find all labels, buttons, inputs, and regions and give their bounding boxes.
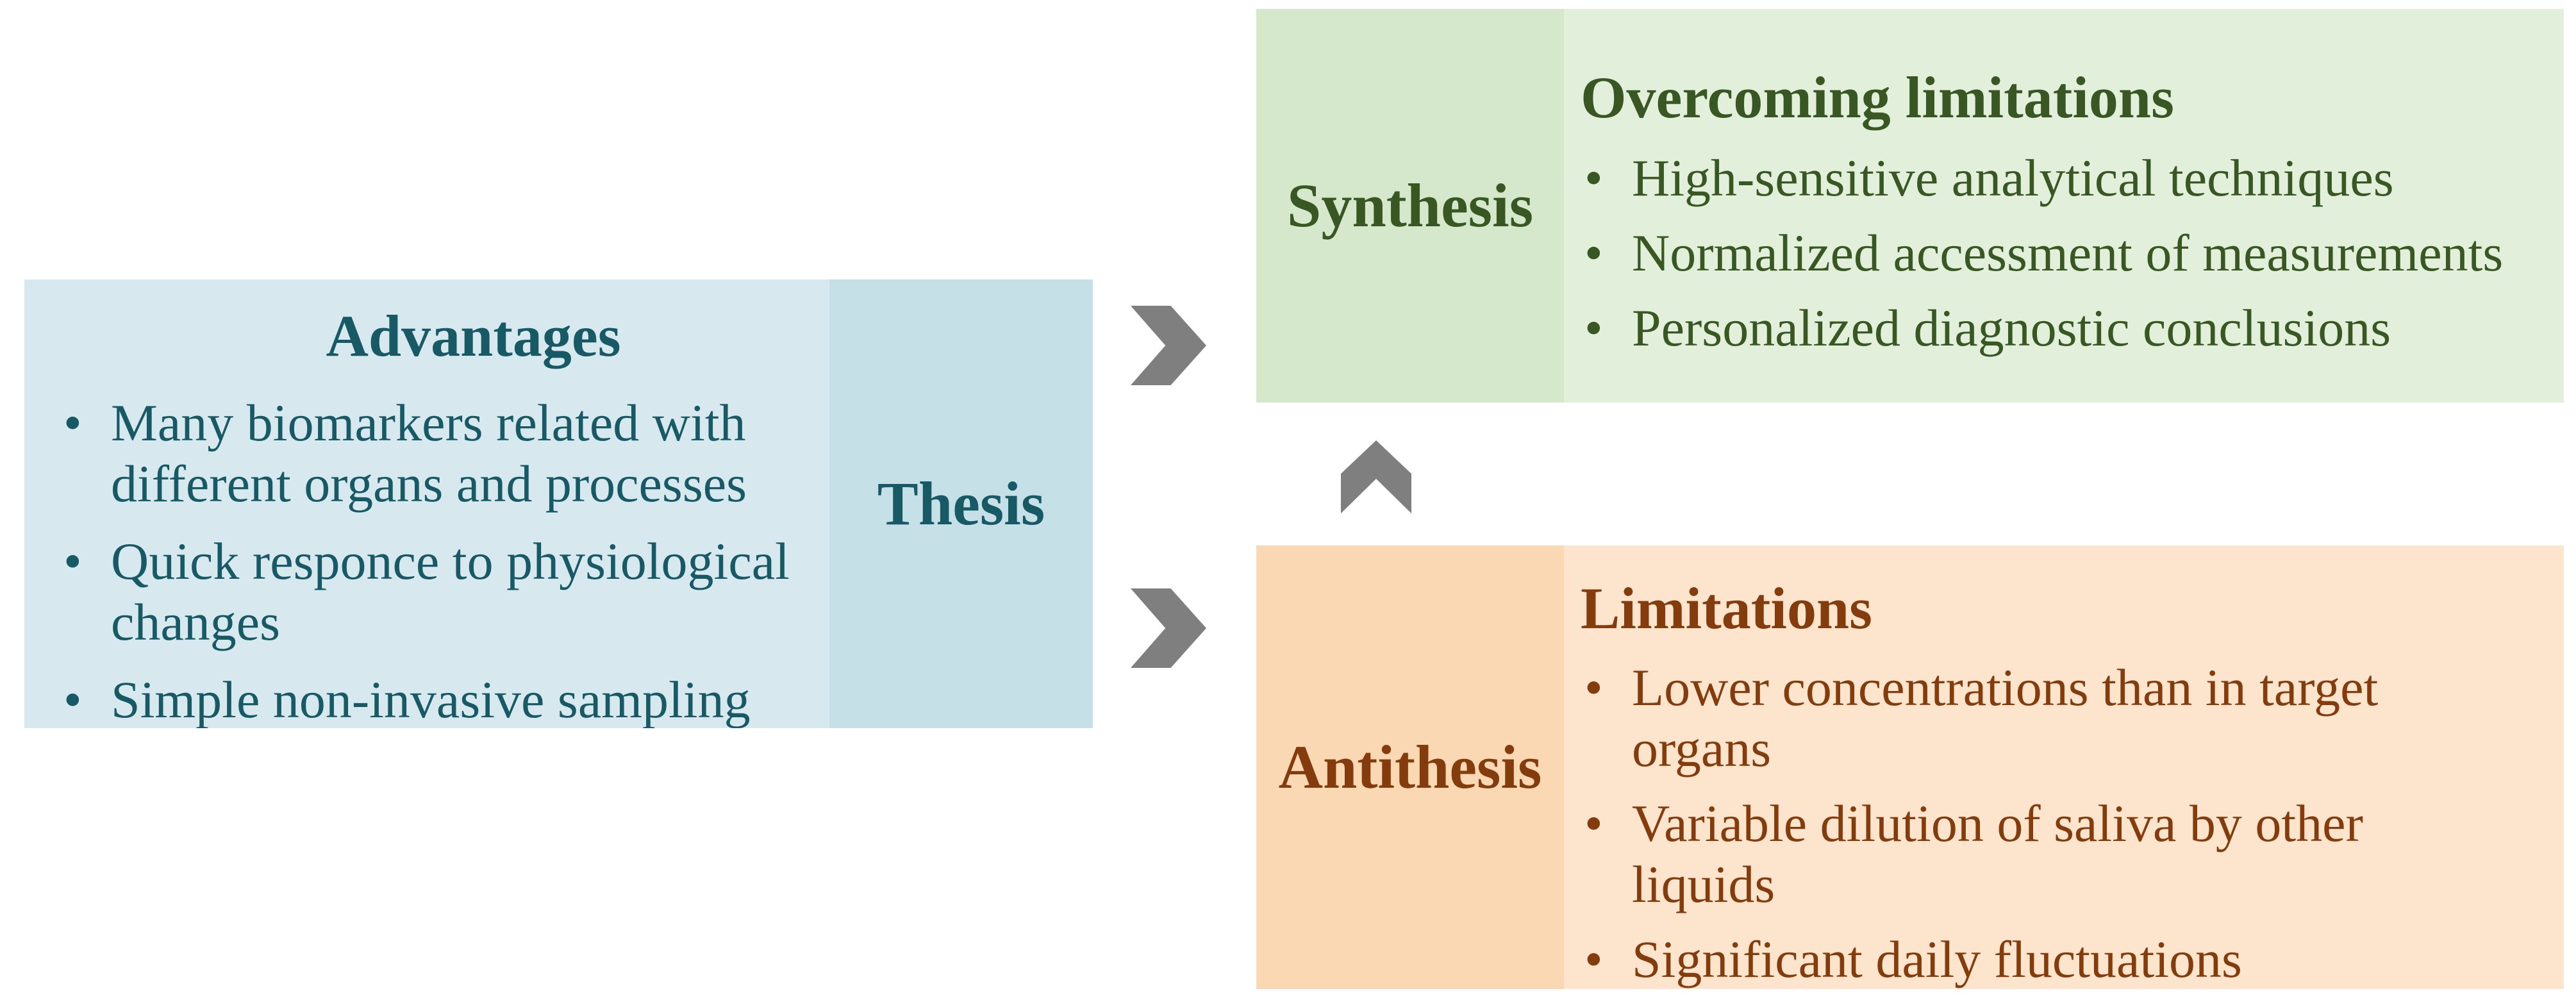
overcoming-limitations-list: • High-sensitive analytical techniques •… [1581, 147, 2538, 358]
list-item: • Quick responce to physiological change… [60, 531, 810, 653]
limitations-title: Limitations [1581, 576, 1872, 641]
chevron-up-icon [1341, 440, 1411, 513]
bullet-dot: • [1584, 794, 1603, 853]
bullet-dot: • [63, 393, 82, 452]
list-item: • High-sensitive analytical techniques [1581, 147, 2538, 208]
list-item: • Simple non-invasive sampling [60, 669, 810, 728]
antithesis-panel: Antithesis Limitations • Lower concentra… [1256, 545, 2564, 989]
synthesis-panel-content: Overcoming limitations • High-sensitive … [1564, 9, 2564, 403]
list-item: • Lower concentrations than in target or… [1581, 657, 2538, 779]
antithesis-label-strip: Antithesis [1256, 545, 1564, 989]
chevron-right-icon [1131, 588, 1206, 668]
bullet-text: Simple non-invasive sampling [111, 670, 751, 728]
antithesis-panel-content: Limitations • Lower concentrations than … [1564, 545, 2564, 989]
bullet-dot: • [63, 532, 82, 591]
thesis-panel-content: Advantages • Many biomarkers related wit… [24, 279, 829, 728]
limitations-list: • Lower concentrations than in target or… [1581, 657, 2538, 989]
thesis-panel: Advantages • Many biomarkers related wit… [24, 279, 1093, 728]
synthesis-label-strip: Synthesis [1256, 9, 1564, 403]
list-item: • Variable dilution of saliva by other l… [1581, 793, 2538, 915]
bullet-text: Personalized diagnostic conclusions [1632, 299, 2391, 358]
thesis-label: Thesis [877, 469, 1045, 538]
chevron-right-icon [1131, 306, 1206, 385]
advantages-list: • Many biomarkers related with different… [60, 392, 810, 728]
list-item: • Personalized diagnostic conclusions [1581, 297, 2538, 358]
bullet-dot: • [1584, 930, 1603, 989]
bullet-text: Significant daily fluctuations [1632, 930, 2242, 989]
overcoming-limitations-title: Overcoming limitations [1581, 65, 2174, 130]
list-item: • Many biomarkers related with different… [60, 392, 810, 514]
list-item: • Normalized accessment of measurements [1581, 222, 2538, 283]
thesis-label-strip: Thesis [829, 279, 1093, 728]
bullet-text: High-sensitive analytical techniques [1632, 148, 2394, 207]
bullet-dot: • [63, 670, 82, 728]
bullet-text: Lower concentrations than in target orga… [1632, 658, 2379, 778]
bullet-dot: • [1584, 658, 1603, 717]
synthesis-label: Synthesis [1286, 171, 1534, 240]
bullet-text: Normalized accessment of measurements [1632, 223, 2504, 282]
antithesis-label: Antithesis [1278, 733, 1542, 802]
bullet-text: Variable dilution of saliva by other liq… [1632, 794, 2363, 914]
bullet-dot: • [1584, 299, 1603, 358]
list-item: • Significant daily fluctuations [1581, 929, 2538, 989]
synthesis-panel: Synthesis Overcoming limitations • High-… [1256, 9, 2564, 403]
bullet-text: Many biomarkers related with different o… [111, 393, 747, 513]
bullet-dot: • [1584, 148, 1603, 207]
bullet-text: Quick responce to physiological changes [111, 532, 790, 652]
bullet-dot: • [1584, 223, 1603, 282]
advantages-title: Advantages [326, 303, 621, 369]
